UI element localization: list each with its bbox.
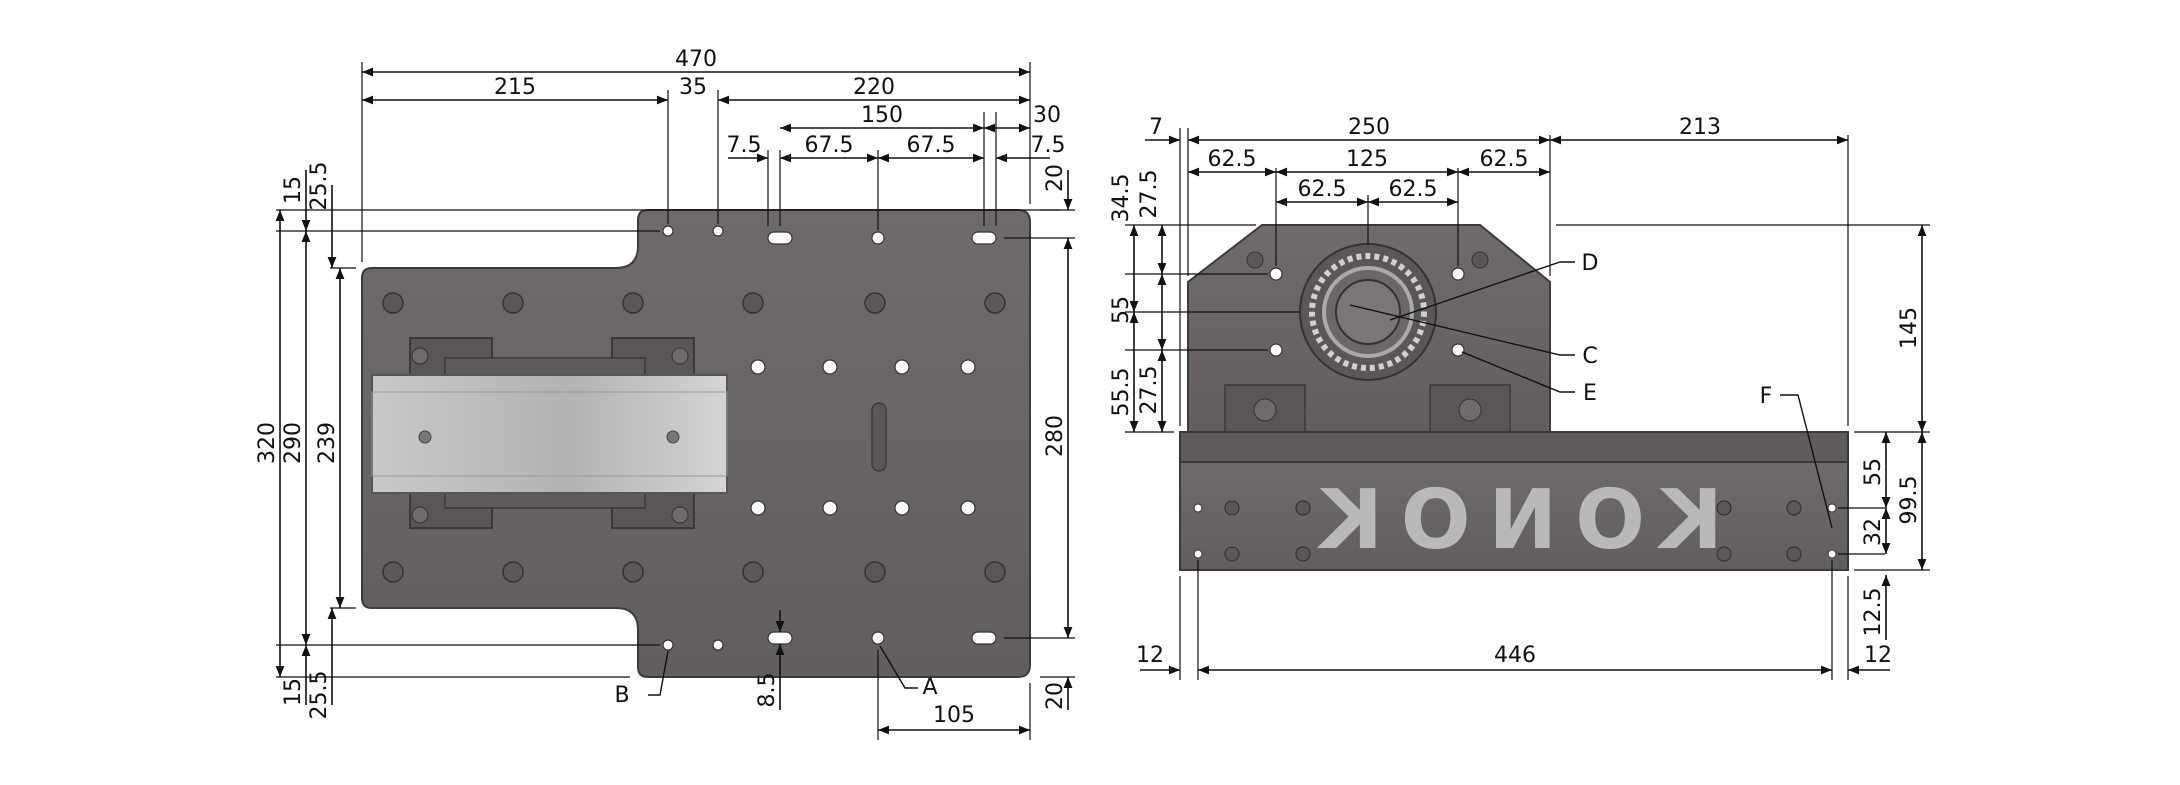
plan-view: 470 215 35 220 150 30 7.5 67.5 67.5 7.5 … <box>255 47 1075 740</box>
dim-bot-a: 15 <box>281 678 306 706</box>
linear-carriage <box>371 337 728 529</box>
dim-right-top: 20 <box>1043 164 1068 192</box>
dim-inner-height: 290 <box>281 422 306 464</box>
dim-bottom-offset: 12.5 <box>1861 588 1886 637</box>
dim-left-c: 55 <box>1109 296 1134 324</box>
dim-housing-width: 250 <box>1348 115 1390 140</box>
dim-slot-right: 7.5 <box>1031 133 1066 158</box>
dim-offset: 105 <box>933 703 975 728</box>
dim-edge-right: 30 <box>1033 103 1061 128</box>
dim-hole-span: 150 <box>861 103 903 128</box>
dim-overall-width: 470 <box>675 47 717 72</box>
side-dimension-texts: 7 250 213 62.5 125 62.5 62.5 62.5 34.5 2… <box>1109 115 1922 668</box>
dim-slot-left: 7.5 <box>727 133 762 158</box>
housing-holes <box>1269 267 1465 357</box>
dim-bottom-left: 12 <box>1136 643 1164 668</box>
logo-text: KONOK <box>1301 473 1722 568</box>
dim-housing-height: 145 <box>1897 307 1922 349</box>
plan-dimension-lines <box>275 67 1073 735</box>
dim-slot-width: 8.5 <box>755 673 780 708</box>
dim-base-height: 55 <box>1861 458 1886 486</box>
plan-dimension-texts: 470 215 35 220 150 30 7.5 67.5 67.5 7.5 … <box>255 47 1068 728</box>
base-plate <box>1179 431 1849 463</box>
dim-bottom-span: 446 <box>1494 643 1536 668</box>
dim-bot-b: 25.5 <box>307 671 332 720</box>
counterbored-holes <box>382 292 1006 583</box>
dim-pitch-a: 67.5 <box>805 133 854 158</box>
dim-bolt-left: 62.5 <box>1208 147 1257 172</box>
bearing-icon <box>1299 243 1437 381</box>
mounting-hole-icon <box>662 225 976 651</box>
dim-inner-right: 62.5 <box>1389 177 1438 202</box>
callout-b: B <box>614 683 629 708</box>
dim-holes-spacing: 32 <box>1861 518 1886 546</box>
dim-top-a: 15 <box>281 176 306 204</box>
dim-left-b: 27.5 <box>1137 170 1162 219</box>
side-dimension-lines <box>1129 135 1927 675</box>
dim-bolt-right: 62.5 <box>1480 147 1529 172</box>
side-extension-lines <box>1125 128 1930 680</box>
slots <box>767 231 997 645</box>
dim-body-height: 239 <box>315 422 340 464</box>
callout-e: E <box>1583 381 1597 406</box>
side-leaders <box>1349 261 1833 529</box>
callout-d: D <box>1582 251 1599 276</box>
base-bolts <box>1224 500 1802 562</box>
dim-overall-height: 320 <box>255 422 280 464</box>
dim-left-width: 215 <box>494 75 536 100</box>
base-holes <box>1193 503 1837 559</box>
dim-total-height: 99.5 <box>1897 476 1922 525</box>
dim-bolt-span: 125 <box>1346 147 1388 172</box>
callout-a: A <box>922 675 937 700</box>
callout-f: F <box>1760 384 1773 409</box>
dim-right-width: 220 <box>853 75 895 100</box>
dim-edge: 7 <box>1149 115 1163 140</box>
dim-left-a: 34.5 <box>1109 174 1134 223</box>
dim-top-b: 25.5 <box>307 162 332 211</box>
dim-inner-left: 62.5 <box>1298 177 1347 202</box>
dim-gap: 35 <box>679 75 707 100</box>
dim-pitch-b: 67.5 <box>907 133 956 158</box>
plan-leaders <box>648 645 918 696</box>
side-view: KONOK <box>1109 115 1930 680</box>
callout-c: C <box>1582 344 1597 369</box>
dim-right-bottom: 20 <box>1043 682 1068 710</box>
dim-bottom-right: 12 <box>1864 643 1892 668</box>
dim-left-d: 55.5 <box>1109 368 1134 417</box>
dim-overhang: 213 <box>1679 115 1721 140</box>
dim-left-e: 27.5 <box>1137 366 1162 415</box>
dim-right-height: 280 <box>1043 415 1068 457</box>
